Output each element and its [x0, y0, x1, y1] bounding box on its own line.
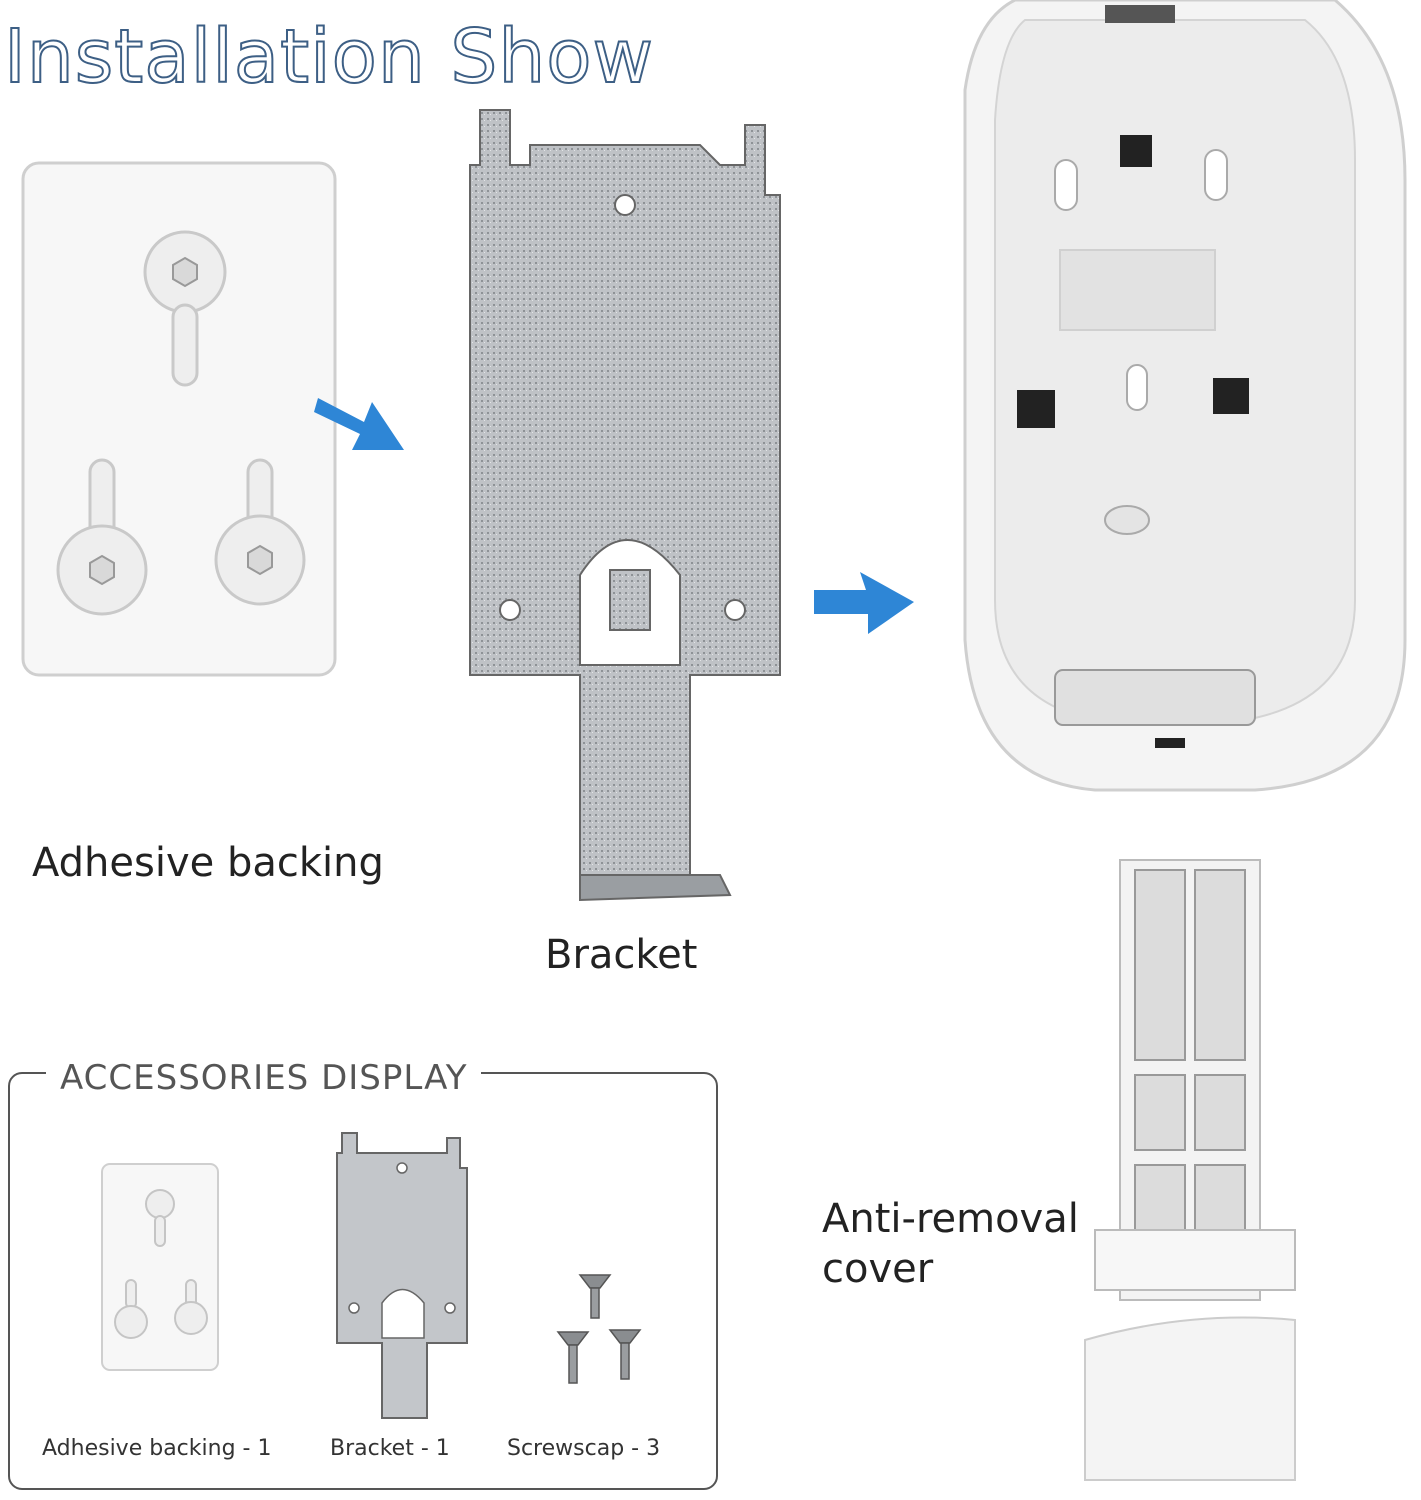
- anti-removal-cover-image: [1084, 859, 1296, 1481]
- accessories-title: ACCESSORIES DISPLAY: [46, 1058, 482, 1098]
- bracket-image: [469, 109, 781, 902]
- accessory-label-screwscap: Screwscap - 3: [507, 1436, 661, 1461]
- page-title: Installation Show: [3, 13, 655, 101]
- bracket-label: Bracket: [545, 932, 698, 978]
- small-bracket-image: [336, 1132, 468, 1419]
- arrow-right-icon: [814, 572, 914, 634]
- accessory-label-adhesive: Adhesive backing - 1: [42, 1436, 272, 1461]
- adhesive-backing-image: [21, 161, 337, 677]
- anti-removal-label-line2: cover: [822, 1246, 934, 1292]
- accessory-label-bracket: Bracket - 1: [330, 1436, 450, 1461]
- small-adhesive-backing-image: [101, 1163, 219, 1371]
- screws-image: [556, 1274, 642, 1384]
- device-back-image: [963, 0, 1407, 792]
- adhesive-backing-label: Adhesive backing: [32, 840, 384, 886]
- arrow-right-icon: [314, 398, 404, 450]
- anti-removal-label-line1: Anti-removal: [822, 1196, 1079, 1242]
